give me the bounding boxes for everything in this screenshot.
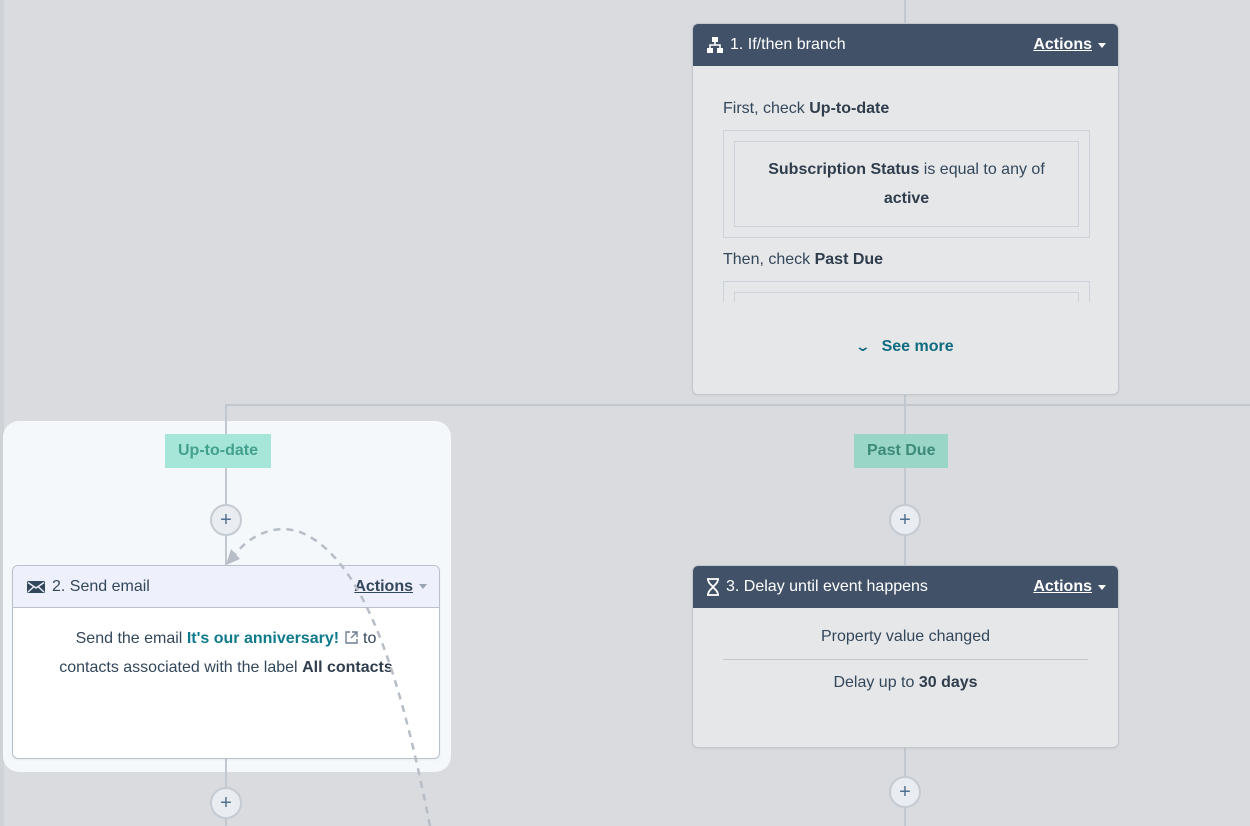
branch-tag-label: Up-to-date [178, 442, 258, 459]
add-action-button[interactable]: + [210, 787, 242, 819]
connector-line [904, 393, 906, 567]
plus-icon: + [899, 508, 911, 531]
envelope-icon [27, 580, 45, 593]
plus-icon: + [220, 791, 232, 814]
branch-tag-label: Past Due [867, 442, 936, 459]
email-card-header: 2. Send email Actions [13, 566, 439, 608]
connector-line [225, 404, 1250, 406]
branch-icon [707, 37, 723, 53]
delay-card-title-text: 3. Delay until event happens [726, 578, 928, 595]
branch-card-title: 1. If/then branch [706, 36, 846, 54]
add-action-button[interactable]: + [889, 504, 921, 536]
email-link[interactable]: It's our anniversary! [186, 630, 340, 647]
add-action-button[interactable]: + [210, 504, 242, 536]
delay-actions-dropdown[interactable]: Actions [1033, 578, 1106, 596]
delay-value: 30 days [918, 674, 978, 691]
chevron-down-icon [1098, 584, 1106, 590]
email-card-title-text: 2. Send email [52, 577, 150, 595]
plus-icon: + [220, 508, 232, 531]
delay-card-body: Property value changed Delay up to 30 da… [693, 608, 1118, 711]
divider [723, 659, 1088, 660]
branch-card-body: First, check Up-to-date Subscription Sta… [693, 66, 1118, 394]
delay-event: Property value changed [821, 628, 990, 645]
delay-duration: Delay up to 30 days [723, 668, 1088, 697]
chevron-down-icon: ⌄ [855, 338, 872, 354]
condition-value: active [883, 190, 930, 207]
email-text-prefix: Send the email [75, 630, 183, 647]
then-check-prefix: Then, check [723, 251, 811, 268]
email-label-name: All contacts [302, 659, 393, 676]
first-check-prefix: First, check [723, 100, 805, 117]
first-check-label: First, check Up-to-date [723, 100, 889, 118]
add-action-button[interactable]: + [889, 776, 921, 808]
delay-card-header: 3. Delay until event happens Actions [693, 566, 1118, 608]
chevron-down-icon [419, 584, 427, 589]
branch-actions-dropdown[interactable]: Actions [1033, 36, 1106, 54]
email-actions-dropdown[interactable]: Actions [354, 578, 427, 596]
branch-card-header: 1. If/then branch Actions [693, 24, 1118, 66]
delay-card[interactable]: 3. Delay until event happens Actions Pro… [692, 565, 1119, 748]
send-email-card[interactable]: 2. Send email Actions Send the email It'… [12, 565, 440, 759]
plus-icon: + [899, 780, 911, 803]
condition-property: Subscription Status [768, 161, 920, 178]
connector-line [225, 405, 227, 565]
chevron-down-icon [1098, 42, 1106, 48]
external-link-icon[interactable] [344, 630, 359, 645]
email-actions-label: Actions [354, 577, 413, 595]
delay-card-title: 3. Delay until event happens [706, 578, 928, 596]
connector-line [904, 0, 906, 24]
email-card-body: Send the email It's our anniversary! to … [13, 608, 439, 698]
then-check-branch: Past Due [814, 251, 884, 268]
branch-actions-label: Actions [1033, 36, 1092, 53]
branch-tag-up-to-date[interactable]: Up-to-date [165, 434, 271, 468]
if-then-branch-card[interactable]: 1. If/then branch Actions First, check U… [692, 23, 1119, 395]
branch-card-title-text: 1. If/then branch [730, 36, 846, 53]
branch-tag-past-due[interactable]: Past Due [854, 434, 949, 468]
condition-group: Subscription Status is equal to any of a… [723, 130, 1090, 238]
delay-actions-label: Actions [1033, 578, 1092, 595]
canvas-edge [0, 0, 4, 826]
see-more-label: See more [881, 338, 954, 355]
see-more-button[interactable]: ⌄ See more [693, 338, 1118, 356]
email-card-title: 2. Send email [26, 578, 150, 596]
condition-filter: Subscription Status is equal to any of a… [734, 141, 1079, 227]
condition-group-truncated [723, 281, 1090, 302]
hourglass-icon [707, 578, 719, 596]
then-check-label: Then, check Past Due [723, 251, 883, 269]
first-check-branch: Up-to-date [809, 100, 890, 117]
delay-prefix: Delay up to [833, 674, 915, 691]
condition-operator: is equal to any of [923, 161, 1045, 178]
